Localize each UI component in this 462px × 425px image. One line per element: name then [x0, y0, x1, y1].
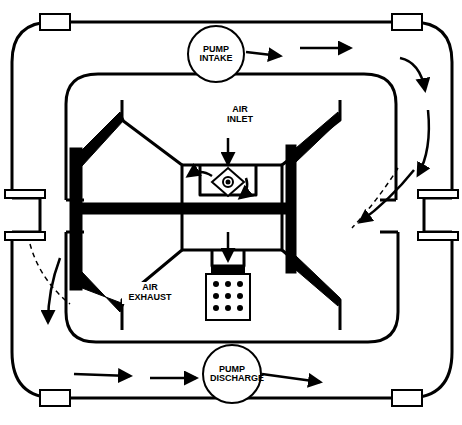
- exhaust-hole: [225, 305, 231, 311]
- exhaust-hole: [225, 281, 231, 287]
- air-label: AIR EXHAUST: [122, 282, 178, 304]
- exhaust-hole: [237, 281, 243, 287]
- air-label: AIR INLET: [218, 104, 262, 126]
- port-circle: PUMP INTAKE: [187, 25, 245, 83]
- port-circle: PUMP DISCHARGE: [202, 344, 262, 404]
- exhaust-hole: [237, 293, 243, 299]
- port-label: PUMP INTAKE: [194, 45, 238, 64]
- exhaust-hole: [225, 293, 231, 299]
- exhaust-hole: [237, 305, 243, 311]
- exhaust-hole: [213, 281, 219, 287]
- exhaust-hole: [213, 293, 219, 299]
- exhaust-hole: [213, 305, 219, 311]
- port-label: PUMP DISCHARGE: [210, 365, 254, 384]
